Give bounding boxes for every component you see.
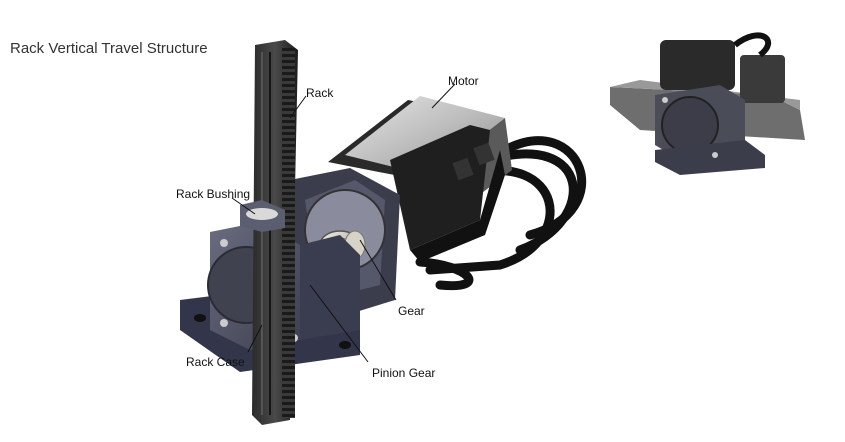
label-pinion-gear: Pinion Gear xyxy=(372,366,436,380)
label-motor: Motor xyxy=(448,74,479,88)
label-rack: Rack xyxy=(306,86,334,100)
label-gear: Gear xyxy=(398,304,425,318)
diagram-title: Rack Vertical Travel Structure xyxy=(10,40,208,57)
rack-bushing xyxy=(240,200,285,232)
assembled-unit-image xyxy=(610,32,805,175)
label-rack-case: Rack Case xyxy=(186,355,245,369)
leader-lines xyxy=(231,83,456,363)
label-rack-bushing: Rack Bushing xyxy=(176,187,251,201)
motor xyxy=(328,96,512,262)
rack xyxy=(252,40,298,425)
